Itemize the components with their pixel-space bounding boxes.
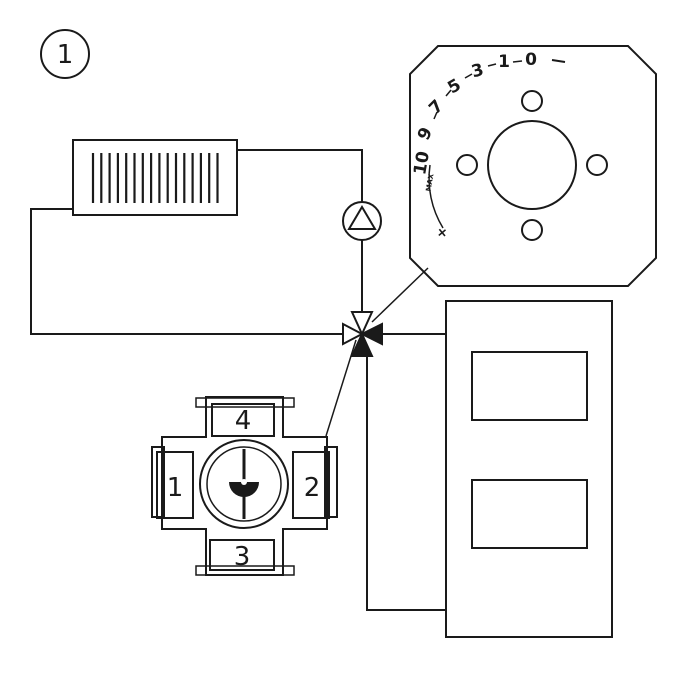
valve-port-right: 2 xyxy=(292,451,330,519)
valve-port-left-label: 1 xyxy=(167,473,184,503)
knob-scale: 0 1 3 5 7 9 10 MAX + xyxy=(410,50,537,243)
valve-port-top-label: 4 xyxy=(235,406,252,436)
figure-number: 1 xyxy=(40,29,90,79)
figure-number-label: 1 xyxy=(57,40,74,70)
radiator xyxy=(72,139,238,216)
valve-port-bottom-label: 3 xyxy=(234,542,251,572)
scale-plus-label: + xyxy=(433,223,452,243)
circulation-pump xyxy=(342,201,382,241)
mounting-hole-right xyxy=(586,154,608,176)
mounting-hole-left xyxy=(456,154,478,176)
scale-mark-7: 7 xyxy=(425,96,448,119)
valve-port-bottom: 3 xyxy=(209,539,275,572)
mixing-valve-symbol xyxy=(342,311,383,357)
scale-mark-1: 1 xyxy=(498,52,510,72)
four-way-valve: 4 3 1 2 xyxy=(151,396,338,576)
scale-mark-0: 0 xyxy=(525,50,537,70)
valve-port-top: 4 xyxy=(211,403,275,437)
scale-mark-9: 9 xyxy=(414,124,437,143)
radiator-fins xyxy=(91,153,219,203)
mounting-hole-top xyxy=(521,90,543,112)
boiler xyxy=(445,300,613,638)
scale-mark-10: 10 xyxy=(410,150,434,177)
scale-mark-3: 3 xyxy=(469,60,486,82)
actuator-knob-plate: 0 1 3 5 7 9 10 MAX + xyxy=(409,45,657,287)
valve-port-left: 1 xyxy=(156,451,194,519)
boiler-panel-upper xyxy=(471,351,588,421)
pipe-lines xyxy=(30,149,446,611)
knob-center xyxy=(487,120,577,210)
scale-max-label: MAX xyxy=(425,173,436,192)
boiler-panel-lower xyxy=(471,479,588,549)
valve-rotor xyxy=(199,439,289,529)
actuator-linkage xyxy=(325,267,429,437)
valve-port-right-label: 2 xyxy=(304,473,321,503)
mounting-hole-bottom xyxy=(521,219,543,241)
